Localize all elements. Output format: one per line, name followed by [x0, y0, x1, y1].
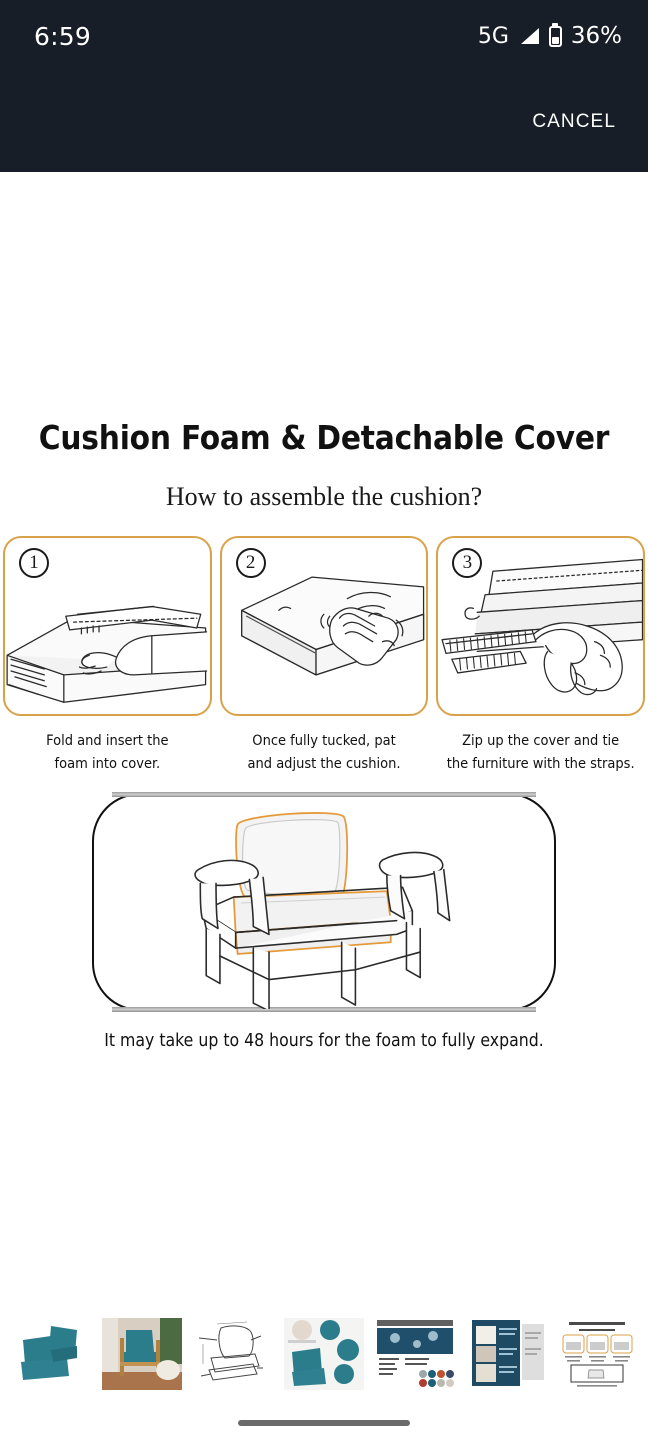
- hand-patting-cushion-icon: [222, 538, 427, 714]
- panel-bottom-rule: [112, 1007, 536, 1013]
- status-bar: 6:59 5G 36%: [0, 0, 648, 72]
- network-type-label: 5G: [477, 23, 509, 49]
- signal-bars-icon: [518, 27, 540, 45]
- step-2: 2: [219, 536, 429, 775]
- thumbnail-teal-cushion-set-photo[interactable]: [11, 1318, 91, 1390]
- expand-note: It may take up to 48 hours for the foam …: [104, 1031, 544, 1052]
- step-3-illustration-box: 3: [436, 536, 646, 717]
- page-subtitle: How to assemble the cushion?: [165, 482, 483, 512]
- step-1-caption-line1: Fold and insert the: [46, 733, 169, 750]
- thumbnail-strip[interactable]: [0, 1318, 648, 1394]
- hands-inserting-foam-icon: [5, 538, 210, 714]
- thumbnail-water-resistant-fabric-swatches[interactable]: [375, 1318, 455, 1390]
- panel-top-rule: [112, 792, 536, 798]
- status-clock: 6:59: [34, 21, 91, 51]
- status-icons: 5G 36%: [478, 23, 622, 49]
- hand-zipping-cover-icon: [438, 538, 644, 714]
- step-3-caption-line2: the furniture with the straps.: [446, 755, 635, 772]
- battery-percent-label: 36%: [570, 23, 622, 49]
- step-3-caption-line1: Zip up the cover and tie: [462, 733, 620, 750]
- page-title: Cushion Foam & Detachable Cover: [38, 418, 610, 457]
- instruction-document: Cushion Foam & Detachable Cover How to a…: [0, 418, 648, 1052]
- cancel-button[interactable]: CANCEL: [526, 101, 622, 143]
- armchair-with-cushions-icon: [94, 795, 554, 1010]
- step-1-number: 1: [19, 548, 49, 579]
- step-1-illustration-box: 1: [3, 536, 212, 717]
- step-2-caption-line1: Once fully tucked, pat: [252, 733, 396, 750]
- step-2-caption: Once fully tucked, pat and adjust the cu…: [220, 730, 429, 775]
- chair-panel-wrap: [0, 792, 648, 1013]
- image-viewer-sheet[interactable]: Cushion Foam & Detachable Cover How to a…: [0, 172, 648, 1302]
- thumbnail-chair-with-cushion-lifestyle-photo[interactable]: [102, 1318, 182, 1390]
- chair-panel: [92, 792, 556, 1013]
- step-1: 1: [3, 536, 212, 775]
- step-3-number: 3: [452, 548, 483, 579]
- steps-row: 1: [0, 536, 648, 775]
- step-2-illustration-box: 2: [219, 536, 429, 717]
- step-2-number: 2: [235, 548, 266, 579]
- top-action-row: CANCEL: [0, 72, 648, 172]
- thumbnail-cushion-dimensions-line-drawing[interactable]: [193, 1318, 273, 1390]
- step-1-caption-line2: foam into cover.: [54, 755, 161, 772]
- home-indicator[interactable]: [238, 1420, 410, 1426]
- step-3-caption: Zip up the cover and tie the furniture w…: [436, 730, 645, 775]
- thumbnail-cushion-features-collage[interactable]: [284, 1318, 364, 1390]
- battery-icon: [548, 25, 562, 47]
- thumbnail-cushion-foam-detachable-cover-instructions[interactable]: [557, 1318, 637, 1390]
- step-2-caption-line2: and adjust the cushion.: [247, 755, 401, 772]
- thumbnail-why-localive-infographic[interactable]: [466, 1318, 546, 1390]
- step-1-caption: Fold and insert the foam into cover.: [3, 730, 212, 775]
- step-3: 3: [436, 536, 646, 775]
- top-chrome: 6:59 5G 36% CANCEL: [0, 0, 648, 172]
